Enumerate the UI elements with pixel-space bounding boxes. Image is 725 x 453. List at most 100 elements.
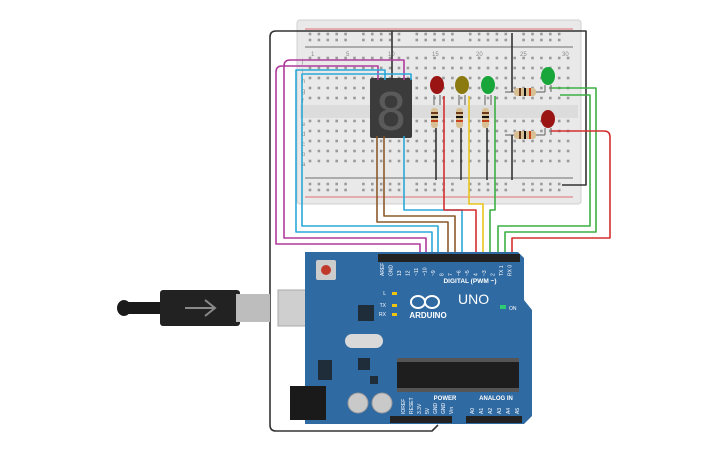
digital-pin-label: ~6	[457, 270, 463, 276]
breadboard-hole	[540, 149, 543, 153]
breadboard-hole	[379, 32, 383, 36]
resistor[interactable]	[482, 108, 489, 128]
breadboard-hole	[495, 182, 499, 186]
breadboard-hole	[362, 66, 365, 70]
breadboard-hole	[477, 38, 481, 42]
breadboard-hole	[513, 76, 516, 80]
breadboard-hole	[468, 96, 472, 100]
resistor[interactable]	[431, 108, 438, 128]
breadboard-hole	[504, 159, 508, 163]
breadboard-hole	[388, 66, 392, 70]
breadboard-hole	[406, 66, 410, 70]
breadboard-hole	[362, 149, 365, 153]
wire-ground[interactable]	[269, 30, 562, 432]
breadboard-hole	[504, 76, 508, 80]
digital-pin-label: AREF	[380, 263, 386, 276]
led-red-1[interactable]	[430, 76, 444, 105]
breadboard-hole	[495, 119, 499, 123]
breadboard-hole	[451, 149, 454, 153]
breadboard-hole	[566, 66, 570, 70]
row-labels-top: j i h g f	[301, 59, 305, 105]
breadboard-hole	[397, 188, 401, 192]
breadboard: j i h g f e d c b a 1 5 10 15 20 25 30	[296, 19, 582, 205]
wire-led-yellow[interactable]	[468, 96, 484, 255]
breadboard-hole	[549, 129, 552, 133]
wire-led-green-2[interactable]	[504, 87, 597, 255]
breadboard-hole	[335, 32, 338, 36]
resistor[interactable]	[505, 131, 545, 139]
wire-led-red[interactable]	[443, 96, 477, 255]
breadboard-hole	[540, 188, 543, 192]
led-label-rx: RX	[379, 312, 387, 318]
breadboard-hole	[566, 139, 570, 143]
breadboard-hole	[388, 182, 392, 186]
resistor[interactable]	[456, 108, 463, 128]
usb-chip	[358, 305, 374, 321]
breadboard-hole	[522, 182, 525, 186]
breadboard-hole	[504, 119, 508, 123]
seven-segment-display[interactable]: 8	[370, 78, 412, 143]
wire-segment[interactable]	[383, 136, 456, 255]
breadboard-hole	[415, 56, 419, 60]
breadboard-hole	[353, 56, 356, 60]
breadboard-hole	[504, 86, 508, 90]
breadboard-hole	[415, 66, 419, 70]
wire-segment[interactable]	[275, 65, 421, 255]
breadboard-hole	[566, 76, 570, 80]
breadboard-hole	[486, 32, 490, 36]
row-labels-bottom: e d c b a	[302, 122, 306, 168]
breadboard-hole	[531, 56, 534, 60]
wire-led-green[interactable]	[489, 96, 496, 255]
wire-led-green-2b[interactable]	[497, 94, 591, 255]
breadboard-hole	[379, 159, 383, 163]
resistor-band	[524, 88, 526, 96]
breadboard-hole	[406, 139, 410, 143]
breadboard-hole	[477, 182, 481, 186]
breadboard-hole	[513, 129, 516, 133]
breadboard-hole	[371, 149, 374, 153]
power-pin-label: 5V	[425, 407, 431, 414]
digital-header	[378, 254, 520, 262]
breadboard-hole	[486, 56, 490, 60]
breadboard-hole	[468, 182, 472, 186]
breadboard-hole	[326, 96, 330, 100]
breadboard-hole	[371, 159, 374, 163]
led-green-1[interactable]	[481, 76, 495, 105]
breadboard-hole	[477, 56, 481, 60]
wire-segment[interactable]	[283, 59, 427, 255]
breadboard-hole	[433, 56, 436, 60]
wire-segment[interactable]	[403, 136, 463, 255]
breadboard-hole	[549, 139, 552, 143]
breadboard-hole	[495, 76, 499, 80]
breadboard-hole	[477, 129, 481, 133]
breadboard-hole	[504, 96, 508, 100]
column-label: 1	[311, 52, 315, 58]
breadboard-hole	[335, 149, 338, 153]
breadboard-hole	[397, 149, 401, 153]
wire-segment[interactable]	[295, 69, 433, 255]
usb-cable[interactable]	[117, 289, 311, 327]
breadboard-hole	[460, 56, 463, 60]
breadboard-hole	[353, 96, 356, 100]
wire-segment[interactable]	[301, 73, 439, 255]
led-yellow[interactable]	[455, 76, 469, 105]
breadboard-hole	[477, 149, 481, 153]
breadboard-hole	[344, 86, 347, 90]
breadboard-hole	[308, 129, 312, 133]
breadboard-hole	[451, 159, 454, 163]
digital-pin-label: 12	[406, 270, 412, 276]
wire-segment[interactable]	[376, 136, 449, 255]
wire-rail-link[interactable]	[562, 30, 587, 186]
breadboard-hole	[406, 149, 410, 153]
breadboard-hole	[388, 38, 392, 42]
breadboard-hole	[468, 119, 472, 123]
breadboard-hole	[379, 66, 383, 70]
wire-led-red-2[interactable]	[511, 130, 611, 255]
breadboard-hole	[504, 188, 508, 192]
breadboard-hole	[486, 66, 490, 70]
power-jack[interactable]	[290, 386, 326, 420]
reset-button[interactable]	[321, 265, 331, 275]
breadboard-center-channel	[300, 105, 578, 118]
